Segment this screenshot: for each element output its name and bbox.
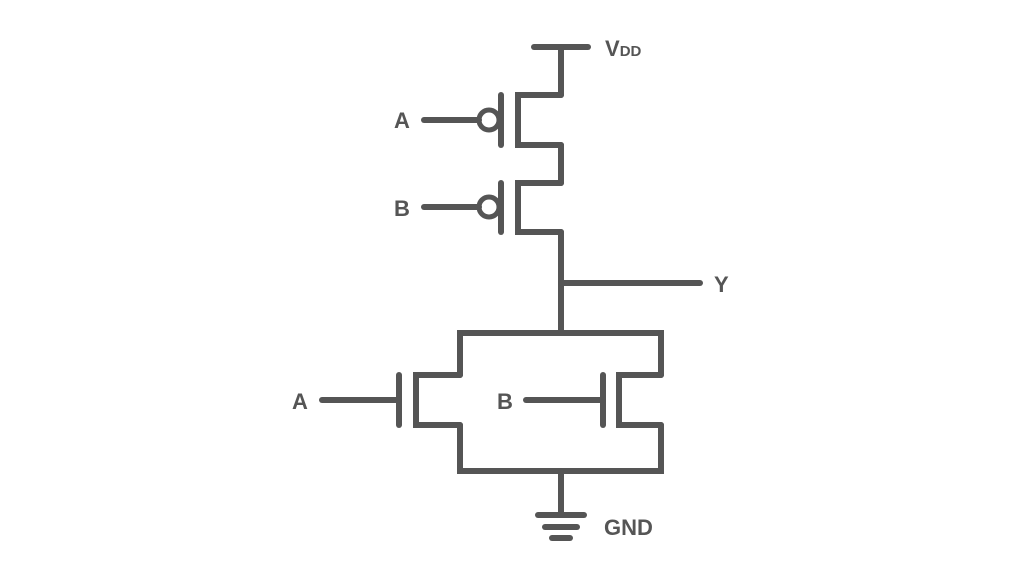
nmos-b-input-label: B [497,389,513,414]
nmos-top-rail [457,330,664,378]
pmos-b-channel [515,180,564,235]
nmos-bottom-rail [457,422,664,474]
pmos-a-input-label: A [394,108,410,133]
output-y-label: Y [714,272,729,297]
pmos-transistor-a [421,92,564,148]
nmos-b-channel [616,372,664,428]
nmos-a-channel [413,372,463,428]
pmos-a-channel [515,92,564,148]
pmos-transistor-b [421,180,564,235]
nmos-transistor-b [523,372,664,428]
nmos-transistor-a [319,372,463,428]
vdd-label-main: V [605,36,620,61]
ground-icon [535,512,587,541]
ground-label: GND [604,515,653,540]
pmos-b-input-label: B [394,196,410,221]
vdd-label-subscript: DD [620,43,642,60]
nmos-a-input-label: A [292,389,308,414]
vdd-label: VDD [605,36,642,61]
